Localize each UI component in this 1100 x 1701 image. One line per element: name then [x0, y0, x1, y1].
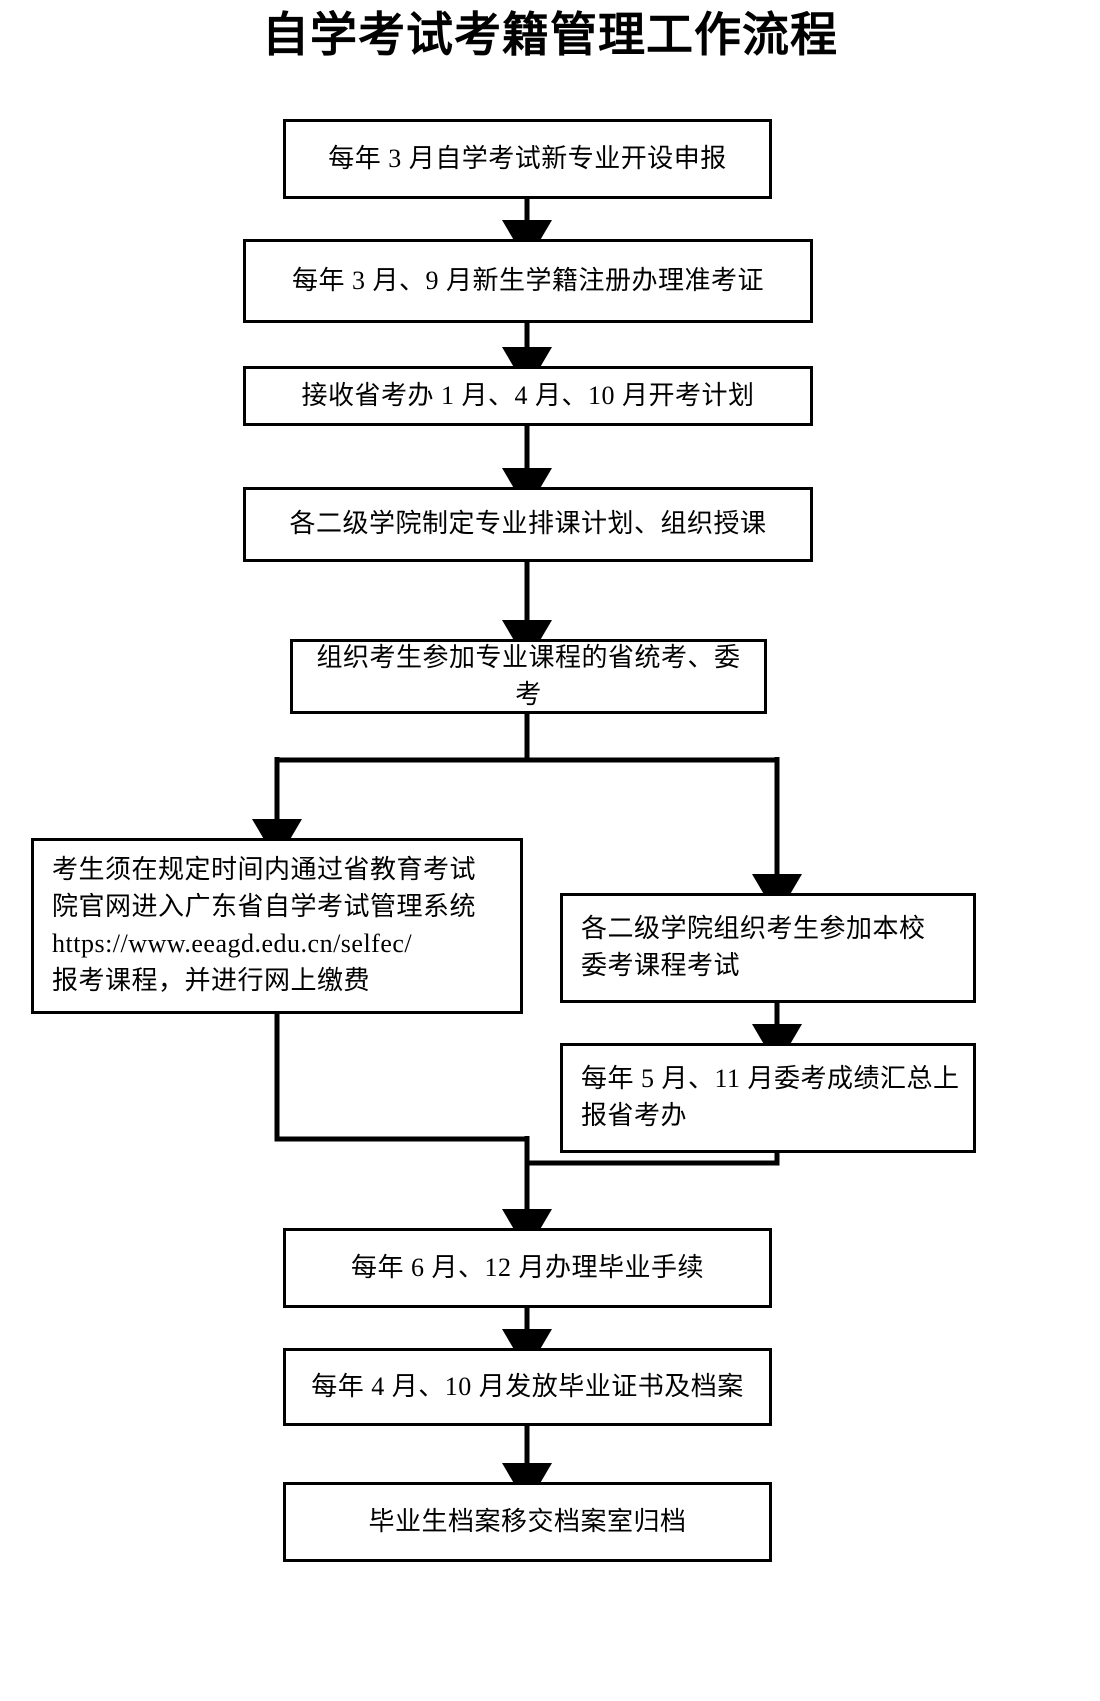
process-box-new-major-application[interactable]: 每年 3 月自学考试新专业开设申报	[283, 119, 772, 199]
process-box-label: 组织考生参加专业课程的省统考、委考	[316, 642, 741, 709]
process-box-label: 每年 3 月、9 月新生学籍注册办理准考证	[291, 265, 764, 295]
process-box-course-scheduling[interactable]: 各二级学院制定专业排课计划、组织授课	[243, 487, 813, 562]
process-box-label: 各二级学院组织考生参加本校 委考课程考试	[581, 914, 926, 980]
process-box-student-registration[interactable]: 每年 3 月、9 月新生学籍注册办理准考证	[243, 239, 813, 323]
process-box-label: 接收省考办 1 月、4 月、10 月开考计划	[301, 380, 755, 410]
process-box-college-entrusted-exam[interactable]: 各二级学院组织考生参加本校 委考课程考试	[560, 893, 976, 1003]
process-box-label: 每年 3 月自学考试新专业开设申报	[328, 143, 727, 173]
process-box-label: 每年 5 月、11 月委考成绩汇总上 报省考办	[581, 1064, 960, 1130]
process-box-archive-files[interactable]: 毕业生档案移交档案室归档	[283, 1482, 772, 1562]
process-box-label: 每年 6 月、12 月办理毕业手续	[350, 1252, 704, 1282]
process-box-label: 每年 4 月、10 月发放毕业证书及档案	[311, 1371, 744, 1401]
page-title: 自学考试考籍管理工作流程	[262, 10, 838, 62]
process-box-label: 各二级学院制定专业排课计划、组织授课	[289, 509, 767, 539]
process-box-label: 考生须在规定时间内通过省教育考试 院官网进入广东省自学考试管理系统 https:…	[52, 855, 477, 995]
connector-n8-n9	[502, 1136, 780, 1252]
process-box-graduation-procedures[interactable]: 每年 6 月、12 月办理毕业手续	[283, 1228, 772, 1308]
connector-split-bus	[277, 714, 777, 763]
process-box-report-scores[interactable]: 每年 5 月、11 月委考成绩汇总上 报省考办	[560, 1043, 976, 1153]
connector-n6-merge	[274, 1014, 527, 1142]
process-box-issue-certificates[interactable]: 每年 4 月、10 月发放毕业证书及档案	[283, 1348, 772, 1426]
process-box-organize-exams[interactable]: 组织考生参加专业课程的省统考、委考	[290, 639, 767, 714]
process-box-label: 毕业生档案移交档案室归档	[368, 1506, 687, 1536]
process-box-receive-exam-plan[interactable]: 接收省考办 1 月、4 月、10 月开考计划	[243, 366, 813, 426]
process-box-online-registration-payment[interactable]: 考生须在规定时间内通过省教育考试 院官网进入广东省自学考试管理系统 https:…	[31, 838, 523, 1014]
